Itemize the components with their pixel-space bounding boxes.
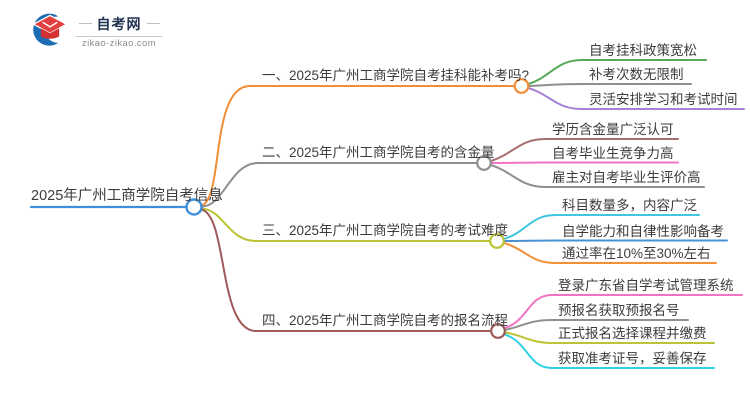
branch-4-child-3[interactable]: 正式报名选择课程并缴费 [558,326,707,341]
graduation-cap-crescent-icon [32,13,68,46]
branch-3-node-circle[interactable] [489,233,505,249]
logo-title-row: 自考网 [78,14,160,34]
branch-2-child-1[interactable]: 学历含金量广泛认可 [552,122,674,137]
branch-4-topic[interactable]: 四、2025年广州工商学院自考的报名流程 [262,313,509,328]
branch-1-link [200,85,515,207]
branch-2-child-2-link [490,161,679,164]
logo-dash-left [78,23,92,24]
branch-2-topic[interactable]: 二、2025年广州工商学院自考的含金量 [262,145,495,160]
root-node-circle[interactable] [185,198,203,216]
branch-4-child-2-link [504,319,689,331]
branch-1-node-circle[interactable] [513,78,530,94]
site-logo[interactable]: 自考网 zikao-zikao.com [28,9,162,53]
branch-2-node-circle[interactable] [476,155,492,171]
branch-1-child-1[interactable]: 自考挂科政策宽松 [589,43,697,58]
branch-4-child-1[interactable]: 登录广东省自学考试管理系统 [558,278,734,293]
branch-3-link [200,207,491,242]
branch-1-child-2-link [527,83,692,87]
branch-3-child-1[interactable]: 科目数量多，内容广泛 [562,198,697,213]
branch-2-child-3[interactable]: 雇主对自考毕业生评价高 [552,170,701,185]
logo-dash-right [146,23,160,24]
branch-4-child-1-link [504,294,743,329]
branch-4-child-2[interactable]: 预报名获取预报名号 [558,303,680,318]
branch-2-child-2[interactable]: 自考毕业生竞争力高 [552,146,674,161]
branch-3-topic[interactable]: 三、2025年广州工商学院自考的考试难度 [262,223,509,238]
branch-3-child-2[interactable]: 自学能力和自律性影响备考 [562,224,724,239]
branch-1-child-1-link [527,59,707,85]
branch-1-child-3[interactable]: 灵活安排学习和考试时间 [589,92,738,107]
branch-4-child-4-link [504,333,715,369]
branch-2-link [200,162,478,208]
logo-text: 自考网 zikao-zikao.com [76,14,162,49]
logo-title: 自考网 [96,15,142,32]
cap-chevron [42,21,58,28]
branch-3-child-1-link [503,214,700,240]
branch-3-child-2-link [503,239,728,242]
branch-4-node-circle[interactable] [490,323,506,339]
cap-base [40,28,60,39]
branch-2-child-1-link [490,138,679,162]
branch-4-child-3-link [504,331,715,344]
branch-3-child-3[interactable]: 通过率在10%至30%左右 [562,246,711,261]
branch-4-child-4[interactable]: 获取准考证号，妥善保存 [558,351,707,366]
branch-1-topic[interactable]: 一、2025年广州工商学院自考挂科能补考吗? [262,68,530,83]
branch-1-child-2[interactable]: 补考次数无限制 [589,67,684,82]
logo-divider [76,35,162,37]
branch-3-child-3-link [503,242,717,264]
branch-2-child-3-link [490,164,705,188]
branch-4-link [200,208,492,332]
branch-1-child-3-link [527,87,745,110]
root-topic[interactable]: 2025年广州工商学院自考信息 [31,188,223,204]
logo-domain: zikao-zikao.com [81,37,157,49]
